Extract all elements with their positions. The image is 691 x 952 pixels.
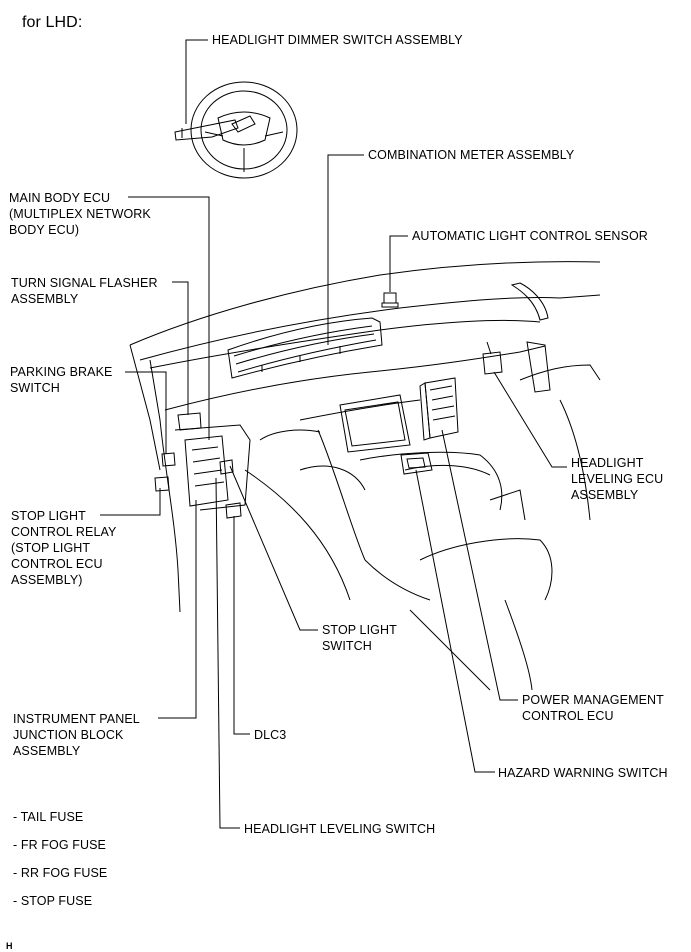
fuse-item: - TAIL FUSE <box>13 810 84 824</box>
label-instrument-panel-jb: INSTRUMENT PANEL JUNCTION BLOCK ASSEMBLY <box>13 712 140 758</box>
leader-main-body-ecu <box>128 196 210 440</box>
leader-stop-light-relay <box>100 488 161 516</box>
figure-code: H <box>6 941 13 951</box>
fuse-item: - STOP FUSE <box>13 894 93 908</box>
leader-combination-meter <box>327 154 364 345</box>
leader-parking-brake <box>125 371 167 454</box>
auto-light-sensor-shape <box>381 292 399 308</box>
page-title: for LHD: <box>22 14 83 31</box>
label-stop-light-switch: STOP LIGHT SWITCH <box>322 623 397 653</box>
leader-stop-light-switch <box>229 465 318 631</box>
leader-lines <box>100 39 567 829</box>
dashboard-outline <box>129 261 601 691</box>
fuse-item: - FR FOG FUSE <box>13 838 106 852</box>
leader-headlight-leveling-ecu <box>493 371 567 468</box>
label-hazard-warning-switch: HAZARD WARNING SWITCH <box>498 766 668 780</box>
label-turn-signal-flasher: TURN SIGNAL FLASHER ASSEMBLY <box>11 276 158 306</box>
hazard-switch-shape <box>400 452 433 475</box>
label-parking-brake-switch: PARKING BRAKE SWITCH <box>10 365 113 395</box>
label-headlight-leveling-ecu: HEADLIGHT LEVELING ECU ASSEMBLY <box>571 456 664 502</box>
steering-wheel-illustration <box>174 81 298 179</box>
combination-meter-shape <box>227 317 383 379</box>
label-stop-light-control-relay: STOP LIGHT CONTROL RELAY (STOP LIGHT CON… <box>11 509 117 587</box>
junction-block-shape <box>154 412 242 519</box>
leader-headlight-leveling-switch <box>215 477 240 829</box>
label-headlight-dimmer-switch: HEADLIGHT DIMMER SWITCH ASSEMBLY <box>212 33 463 47</box>
leader-turn-signal-flasher <box>172 281 189 415</box>
label-auto-light-sensor: AUTOMATIC LIGHT CONTROL SENSOR <box>412 229 648 243</box>
fuse-item: - RR FOG FUSE <box>13 866 108 880</box>
leader-headlight-dimmer <box>185 39 208 124</box>
label-dlc3: DLC3 <box>254 728 287 742</box>
leader-hazard-warning <box>415 469 495 773</box>
headlight-leveling-ecu-shape <box>482 341 503 375</box>
leader-instrument-panel-jb <box>158 500 197 719</box>
label-power-management-ecu: POWER MANAGEMENT CONTROL ECU <box>522 693 664 723</box>
leader-auto-light-sensor <box>389 235 408 292</box>
leader-power-management <box>441 429 518 701</box>
label-headlight-leveling-switch: HEADLIGHT LEVELING SWITCH <box>244 822 436 836</box>
label-main-body-ecu: MAIN BODY ECU (MULTIPLEX NETWORK BODY EC… <box>9 191 151 237</box>
power-management-ecu-shape <box>419 377 459 441</box>
label-combination-meter: COMBINATION METER ASSEMBLY <box>368 148 575 162</box>
leader-dlc3 <box>233 516 250 735</box>
